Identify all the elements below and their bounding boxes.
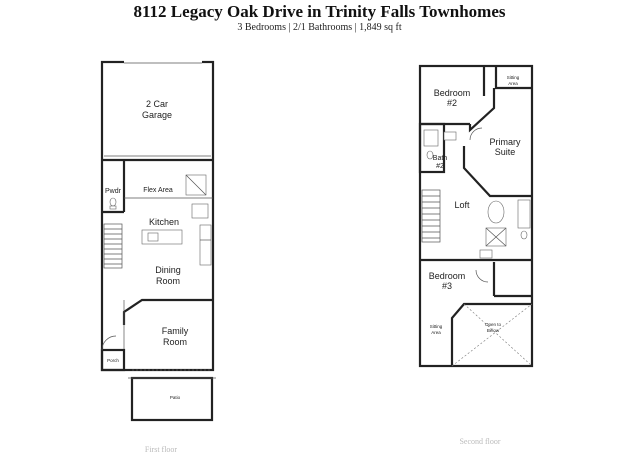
bath-2-label-2: #2 — [436, 163, 444, 170]
page-title: 8112 Legacy Oak Drive in Trinity Falls T… — [133, 2, 506, 21]
garage-label-1: 2 Car — [146, 99, 168, 109]
family-room-wall — [122, 298, 213, 325]
kitchen-counter — [191, 203, 209, 219]
sitting-area-top-label-2: Area — [508, 81, 518, 86]
primary-suite-wall — [468, 88, 496, 133]
bath-2-label-1: Bath — [433, 155, 448, 162]
family-room-label-1: Family — [162, 326, 189, 336]
second-floor-plan — [418, 64, 534, 368]
family-room-label-2: Room — [163, 337, 187, 347]
sitting-area-bottom-label-1: Sitting — [430, 324, 443, 329]
dining-room-label-2: Room — [156, 276, 180, 286]
porch-label: Porch — [107, 358, 119, 363]
open-to-below-label-1: Open to — [485, 322, 502, 327]
kitchen-side-counter — [199, 224, 212, 266]
kitchen-label: Kitchen — [149, 217, 179, 227]
bedroom-2-label-1: Bedroom — [434, 88, 471, 98]
patio-label: Patio — [170, 395, 181, 400]
second-floor-outline — [418, 64, 534, 368]
laundry-fixture — [479, 249, 493, 259]
primary-suite-label-2: Suite — [495, 147, 516, 157]
dining-room-label-1: Dining — [155, 265, 181, 275]
open-to-below-label-2: Below — [487, 328, 500, 333]
garage-label-2: Garage — [142, 110, 172, 120]
sitting-area-top-label-1: Sitting — [507, 75, 520, 80]
bath-2-wall — [418, 122, 446, 174]
primary-suite-lower-wall — [462, 146, 532, 198]
bedroom-3-label-1: Bedroom — [429, 271, 466, 281]
loft-label: Loft — [454, 200, 470, 210]
sitting-area-top-wall — [494, 66, 532, 90]
first-floor-caption: First floor — [145, 445, 178, 453]
primary-suite-label-1: Primary — [490, 137, 521, 147]
flex-area-label: Flex Area — [143, 187, 173, 194]
bedroom-2-label-2: #2 — [447, 98, 457, 108]
open-to-below-wall — [450, 302, 532, 366]
toilet-fixture — [109, 197, 117, 207]
primary-vanity — [517, 199, 531, 229]
sitting-area-bottom-label-2: Area — [431, 330, 441, 335]
primary-bath-tub — [487, 200, 505, 224]
powder-room-label: Pwdr — [105, 188, 122, 195]
page-subtitle: 3 Bedrooms | 2/1 Bathrooms | 1,849 sq ft — [237, 22, 402, 33]
second-floor-stairs — [421, 189, 441, 243]
bedroom-3-label-2: #3 — [442, 281, 452, 291]
second-floor-caption: Second floor — [459, 437, 500, 446]
bath-2-vanity — [443, 131, 457, 141]
first-floor-plan — [100, 60, 216, 422]
porch-wall — [100, 348, 126, 372]
first-floor-stairs — [103, 223, 123, 269]
bath-2-tub — [423, 129, 439, 147]
